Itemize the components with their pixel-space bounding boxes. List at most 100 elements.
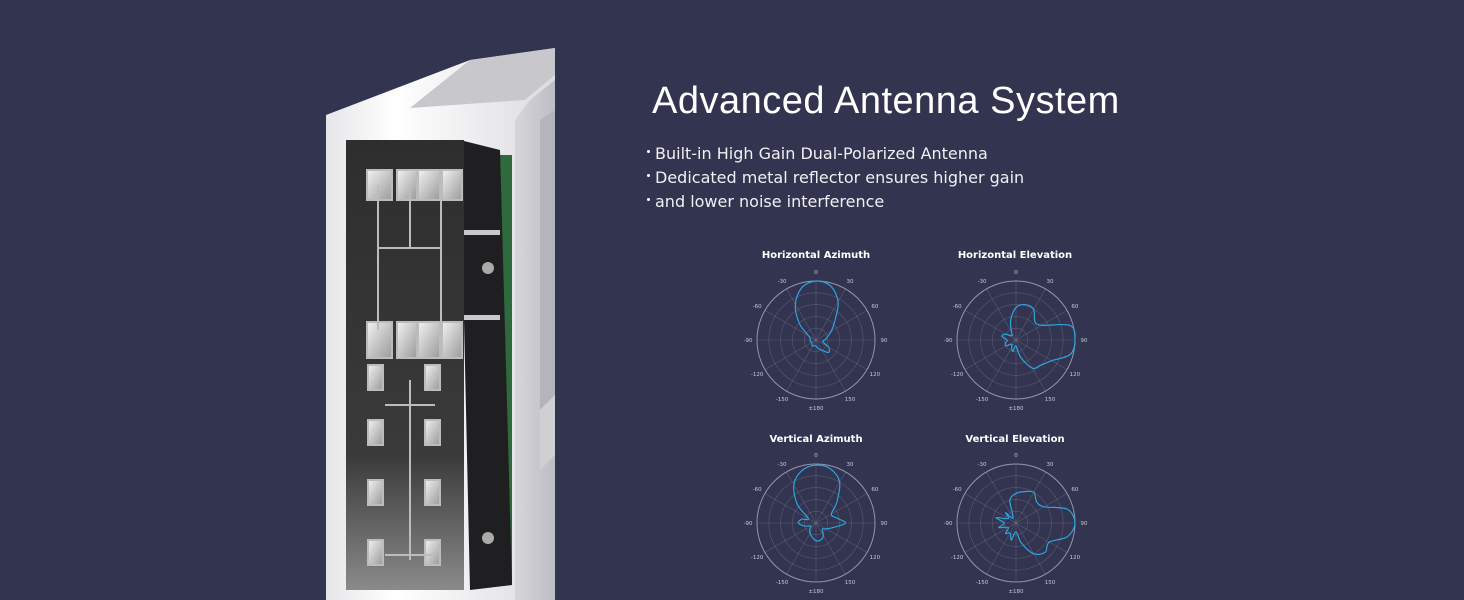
- grid-spoke: [786, 522, 817, 575]
- chart-title-horizontal-azimuth: Horizontal Azimuth: [761, 250, 871, 261]
- grid-spoke: [1015, 339, 1068, 370]
- grid-ring: [803, 327, 829, 353]
- angle-tick-label: 0: [814, 453, 818, 459]
- angle-tick-label: 120: [870, 555, 881, 561]
- angle-tick-label: -60: [753, 487, 762, 493]
- angle-tick-label: 60: [871, 487, 878, 493]
- page-title: Advanced Antenna System: [652, 80, 1120, 122]
- angle-tick-label: 0: [1014, 270, 1018, 276]
- angle-tick-label: 30: [1047, 462, 1054, 468]
- angle-tick-label: 120: [1070, 555, 1081, 561]
- angle-tick-label: -120: [951, 555, 964, 561]
- angle-tick-label: 120: [1070, 372, 1081, 378]
- grid-spoke: [1015, 522, 1046, 575]
- angle-tick-label: -30: [778, 462, 787, 468]
- angle-tick-label: ±180: [808, 589, 824, 595]
- angle-tick-label: -60: [953, 487, 962, 493]
- grid-spoke: [1015, 493, 1068, 524]
- angle-tick-label: 120: [870, 372, 881, 378]
- grid-ring: [968, 292, 1064, 388]
- radiation-pattern-line: [995, 490, 1076, 555]
- angle-tick-label: -90: [744, 521, 753, 527]
- angle-tick-label: 60: [1071, 304, 1078, 310]
- angle-tick-label: 150: [1045, 580, 1056, 586]
- angle-tick-label: -150: [976, 580, 989, 586]
- angle-tick-label: 90: [1081, 338, 1088, 344]
- angle-tick-label: -150: [976, 397, 989, 403]
- grid-spoke: [815, 522, 846, 575]
- grid-ring: [980, 487, 1052, 559]
- angle-tick-label: -90: [944, 338, 953, 344]
- grid-spoke: [815, 288, 846, 341]
- radiation-pattern-line: [1001, 303, 1076, 370]
- grid-ring: [968, 475, 1064, 571]
- angle-tick-label: 150: [1045, 397, 1056, 403]
- grid-spoke: [964, 310, 1017, 341]
- grid-spoke: [1015, 339, 1046, 392]
- grid-ring: [992, 499, 1040, 547]
- angle-tick-label: -30: [978, 279, 987, 285]
- grid-spoke: [815, 310, 868, 341]
- grid-spoke: [986, 471, 1017, 524]
- radiation-pattern-line: [794, 280, 839, 354]
- angle-tick-label: -150: [776, 397, 789, 403]
- grid-spoke: [964, 493, 1017, 524]
- grid-spoke: [986, 339, 1017, 392]
- angle-tick-label: 30: [847, 462, 854, 468]
- grid-spoke: [986, 522, 1017, 575]
- polar-chart: 0 30 60 90 120 150 ±180 -150 -120 -90 -60 -30: [744, 453, 888, 595]
- angle-tick-label: 90: [881, 338, 888, 344]
- feature-item-continuation: and lower noise interference: [646, 190, 1024, 214]
- pcb-radiating-elements: [366, 169, 463, 566]
- angle-tick-label: ±180: [1008, 589, 1024, 595]
- grid-spoke: [815, 339, 846, 392]
- grid-ring: [768, 292, 864, 388]
- grid-spoke: [1015, 522, 1068, 553]
- grid-ring: [803, 510, 829, 536]
- polar-chart: 0 30 60 90 120 150 ±180 -150 -120 -90 -60 -30: [744, 270, 888, 412]
- grid-ring: [780, 304, 852, 376]
- angle-tick-label: 60: [871, 304, 878, 310]
- angle-tick-label: 150: [845, 397, 856, 403]
- grid-spoke: [786, 288, 817, 341]
- angle-tick-label: -120: [751, 372, 764, 378]
- angle-tick-label: 0: [814, 270, 818, 276]
- grid-spoke: [786, 339, 817, 392]
- chart-title-horizontal-elevation: Horizontal Elevation: [957, 250, 1073, 261]
- grid-spoke: [815, 471, 846, 524]
- grid-spoke: [815, 493, 868, 524]
- angle-tick-label: -30: [778, 279, 787, 285]
- angle-tick-label: 30: [1047, 279, 1054, 285]
- grid-spoke: [815, 522, 868, 553]
- chart-title-vertical-elevation: Vertical Elevation: [965, 434, 1065, 445]
- grid-ring: [792, 499, 840, 547]
- grid-spoke: [764, 522, 817, 553]
- angle-tick-label: -60: [753, 304, 762, 310]
- angle-tick-label: -30: [978, 462, 987, 468]
- angle-tick-label: -120: [951, 372, 964, 378]
- radiation-pattern-line: [793, 464, 847, 542]
- feature-item: Dedicated metal reflector ensures higher…: [646, 166, 1024, 190]
- feature-list: Built-in High Gain Dual-Polarized Antenn…: [646, 142, 1024, 214]
- angle-tick-label: -60: [953, 304, 962, 310]
- angle-tick-label: 30: [847, 279, 854, 285]
- angle-tick-label: 60: [1071, 487, 1078, 493]
- angle-tick-label: 150: [845, 580, 856, 586]
- grid-ring: [756, 463, 876, 583]
- angle-tick-label: -120: [751, 555, 764, 561]
- grid-spoke: [764, 339, 817, 370]
- angle-tick-label: 90: [881, 521, 888, 527]
- angle-tick-label: ±180: [808, 406, 824, 412]
- angle-tick-label: -150: [776, 580, 789, 586]
- angle-tick-label: -90: [944, 521, 953, 527]
- angle-tick-label: 90: [1081, 521, 1088, 527]
- grid-spoke: [786, 471, 817, 524]
- feature-item: Built-in High Gain Dual-Polarized Antenn…: [646, 142, 1024, 166]
- angle-tick-label: -90: [744, 338, 753, 344]
- grid-spoke: [964, 522, 1017, 553]
- grid-spoke: [964, 339, 1017, 370]
- grid-ring: [992, 316, 1040, 364]
- grid-ring: [780, 487, 852, 559]
